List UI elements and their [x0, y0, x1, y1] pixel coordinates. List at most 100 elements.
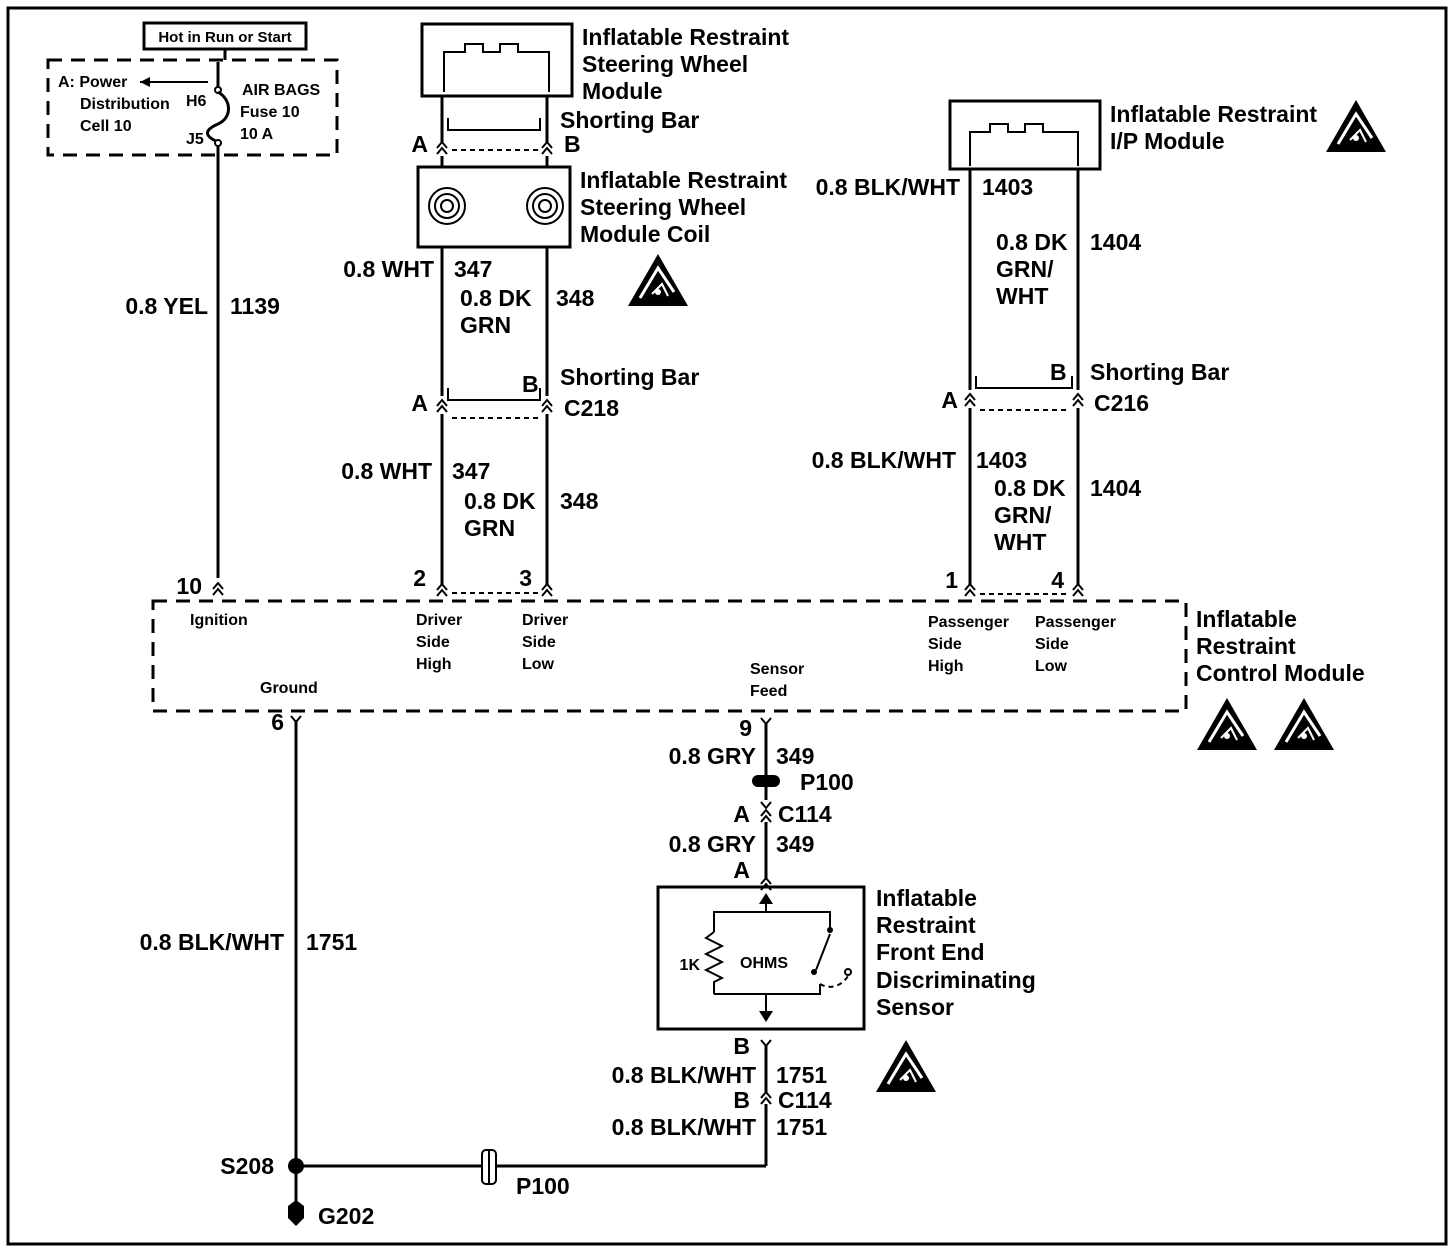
ip-module: Inflatable Restraint I/P Module 0.8 BLK/… [812, 98, 1388, 585]
esd-warning-icon [1195, 696, 1259, 752]
label-power-pin-h6: H6 [186, 93, 207, 110]
label-control-module-pin10: 10 [176, 573, 202, 599]
hot-in-run-label: Hot in Run or Start [158, 29, 291, 46]
label-steering-module-line3: Module [582, 78, 663, 104]
label-sensor-blk-gauge: 0.8 BLK/WHT [612, 1062, 756, 1088]
label-ground-circuit-blk-circuit: 1751 [306, 929, 357, 955]
label-steering-coil-connector: C218 [564, 395, 619, 421]
label-ip-module-pin-b: B [1050, 359, 1067, 385]
label-sensor-blk-circuit: 1751 [776, 1062, 827, 1088]
label-sensor-blk-circuit2: 1751 [776, 1114, 827, 1140]
label-ip-module-connector: C216 [1094, 390, 1149, 416]
label-control-module-driver-high-1: Side [416, 634, 450, 651]
label-control-module-pass-low-1: Side [1035, 636, 1069, 653]
label-ip-module-blk-gauge: 0.8 BLK/WHT [816, 174, 960, 200]
label-sensor-circuit-pin-a: A [733, 801, 750, 827]
label-sensor-circuit-c114: C114 [778, 801, 832, 827]
label-control-module-driver-high-0: Driver [416, 612, 462, 629]
label-steering-coil-line1: Inflatable Restraint [580, 167, 787, 193]
label-sensor-circuit-gry-gauge: 0.8 GRY [669, 743, 756, 769]
label-steering-module-pin-a: A [411, 131, 428, 157]
label-ip-module-pin-a: A [941, 387, 958, 413]
label-sensor-resistor-unit: OHMS [740, 955, 788, 972]
label-control-module-driver-high-2: High [416, 656, 452, 673]
label-ip-module-blk-circuit: 1403 [982, 174, 1033, 200]
steering-wheel-module: A B Shorting Bar Inflatable Restraint St… [411, 22, 789, 167]
esd-warning-icon [1272, 696, 1336, 752]
label-sensor-pin-b: B [733, 1033, 750, 1059]
label-sensor-circuit-gry-circuit: 349 [776, 743, 814, 769]
power-source: Hot in Run or Start A: Power Distributio… [46, 21, 339, 578]
label-sensor-line3: Front End [876, 939, 985, 965]
label-steering-module-pin-b: B [564, 131, 581, 157]
label-steering-module-line1: Inflatable Restraint [582, 24, 789, 50]
label-steering-module-line2: Steering Wheel [582, 51, 748, 77]
label-steering-coil-lower-grn-gauge1: 0.8 DK [464, 488, 536, 514]
label-ip-module-lower-grn-circuit: 1404 [1090, 475, 1141, 501]
label-steering-coil-line3: Module Coil [580, 221, 710, 247]
label-ip-module-grn-gauge3: WHT [996, 283, 1048, 309]
label-sensor-resistor-value: 1K [680, 957, 701, 974]
label-control-module-driver-low-0: Driver [522, 612, 568, 629]
label-control-module-pass-low-0: Passenger [1035, 614, 1116, 631]
label-steering-coil-pin-b: B [522, 371, 539, 397]
label-sensor-circuit-pin-a2: A [733, 857, 750, 883]
esd-warning-icon [1324, 98, 1388, 154]
label-control-module-line3: Control Module [1196, 660, 1365, 686]
label-ground-circuit-p100: P100 [516, 1173, 570, 1199]
label-steering-coil-lower-wht-circuit: 347 [452, 458, 490, 484]
label-control-module-pass-high-0: Passenger [928, 614, 1009, 631]
label-control-module-pin9: 9 [739, 715, 752, 741]
label-control-module-pass-low-2: Low [1035, 658, 1068, 675]
label-sensor-line1: Inflatable [876, 885, 977, 911]
label-power-fuse-line3: 10 A [240, 126, 274, 143]
label-power-pd-line1: A: Power [58, 74, 127, 91]
label-ip-module-lower-grn-gauge3: WHT [994, 529, 1046, 555]
label-control-module-pass-high-1: Side [928, 636, 962, 653]
steering-wheel-coil: Inflatable Restraint Steering Wheel Modu… [341, 165, 787, 585]
label-sensor-line4: Discriminating [876, 967, 1036, 993]
label-ip-module-line1: Inflatable Restraint [1110, 101, 1317, 127]
label-control-module-driver-low-1: Side [522, 634, 556, 651]
label-sensor-circuit-gry-gauge2: 0.8 GRY [669, 831, 756, 857]
diagram-border [6, 6, 1448, 1246]
label-ground-circuit-ground: G202 [318, 1203, 374, 1229]
label-ip-module-line2: I/P Module [1110, 128, 1225, 154]
label-ip-module-lower-grn-gauge2: GRN/ [994, 502, 1052, 528]
label-steering-module-shorting-bar: Shorting Bar [560, 107, 699, 133]
label-sensor-circuit-gry-circuit2: 349 [776, 831, 814, 857]
label-ip-module-grn-gauge1: 0.8 DK [996, 229, 1068, 255]
ground-circuit: 0.8 BLK/WHT 1751 S208 P100 G202 [140, 722, 766, 1229]
label-steering-coil-lower-grn-circuit: 348 [560, 488, 599, 514]
label-power-fuse-line1: AIR BAGS [242, 82, 321, 99]
label-control-module-ground: Ground [260, 680, 318, 697]
label-control-module-pass-high-2: High [928, 658, 964, 675]
label-power-pd-line2: Distribution [80, 96, 170, 113]
label-ip-module-grn-circuit: 1404 [1090, 229, 1141, 255]
label-control-module-sensor-feed2: Feed [750, 683, 787, 700]
label-sensor-pin-b2: B [733, 1087, 750, 1113]
label-sensor-c114: C114 [778, 1087, 832, 1113]
label-steering-coil-grn-circuit: 348 [556, 285, 595, 311]
shorting-bar-top [447, 118, 541, 131]
label-steering-coil-wht-gauge: 0.8 WHT [343, 256, 434, 282]
ground-icon [288, 1200, 304, 1226]
label-control-module-driver-low-2: Low [522, 656, 555, 673]
label-control-module-pin2: 2 [413, 565, 426, 591]
label-ip-module-lower-blk-circuit: 1403 [976, 447, 1027, 473]
label-control-module-sensor-feed1: Sensor [750, 661, 804, 678]
splice-s208 [288, 1158, 304, 1174]
label-power-pin-j5: J5 [186, 131, 204, 148]
label-steering-coil-wht-circuit: 347 [454, 256, 492, 282]
label-control-module-line1: Inflatable [1196, 606, 1297, 632]
label-steering-coil-grn-gauge2: GRN [460, 312, 511, 338]
label-steering-coil-lower-grn-gauge2: GRN [464, 515, 515, 541]
label-steering-coil-shorting-bar: Shorting Bar [560, 364, 699, 390]
label-steering-coil-grn-gauge1: 0.8 DK [460, 285, 532, 311]
sensor-feed-circuit: 0.8 GRY 349 P100 A C114 0.8 GRY 349 A [669, 724, 854, 891]
label-power-fuse-line2: Fuse 10 [240, 104, 300, 121]
label-control-module-line2: Restraint [1196, 633, 1296, 659]
label-ground-circuit-splice: S208 [220, 1153, 274, 1179]
label-steering-coil-lower-wht-gauge: 0.8 WHT [341, 458, 432, 484]
label-ip-module-shorting-bar: Shorting Bar [1090, 359, 1229, 385]
